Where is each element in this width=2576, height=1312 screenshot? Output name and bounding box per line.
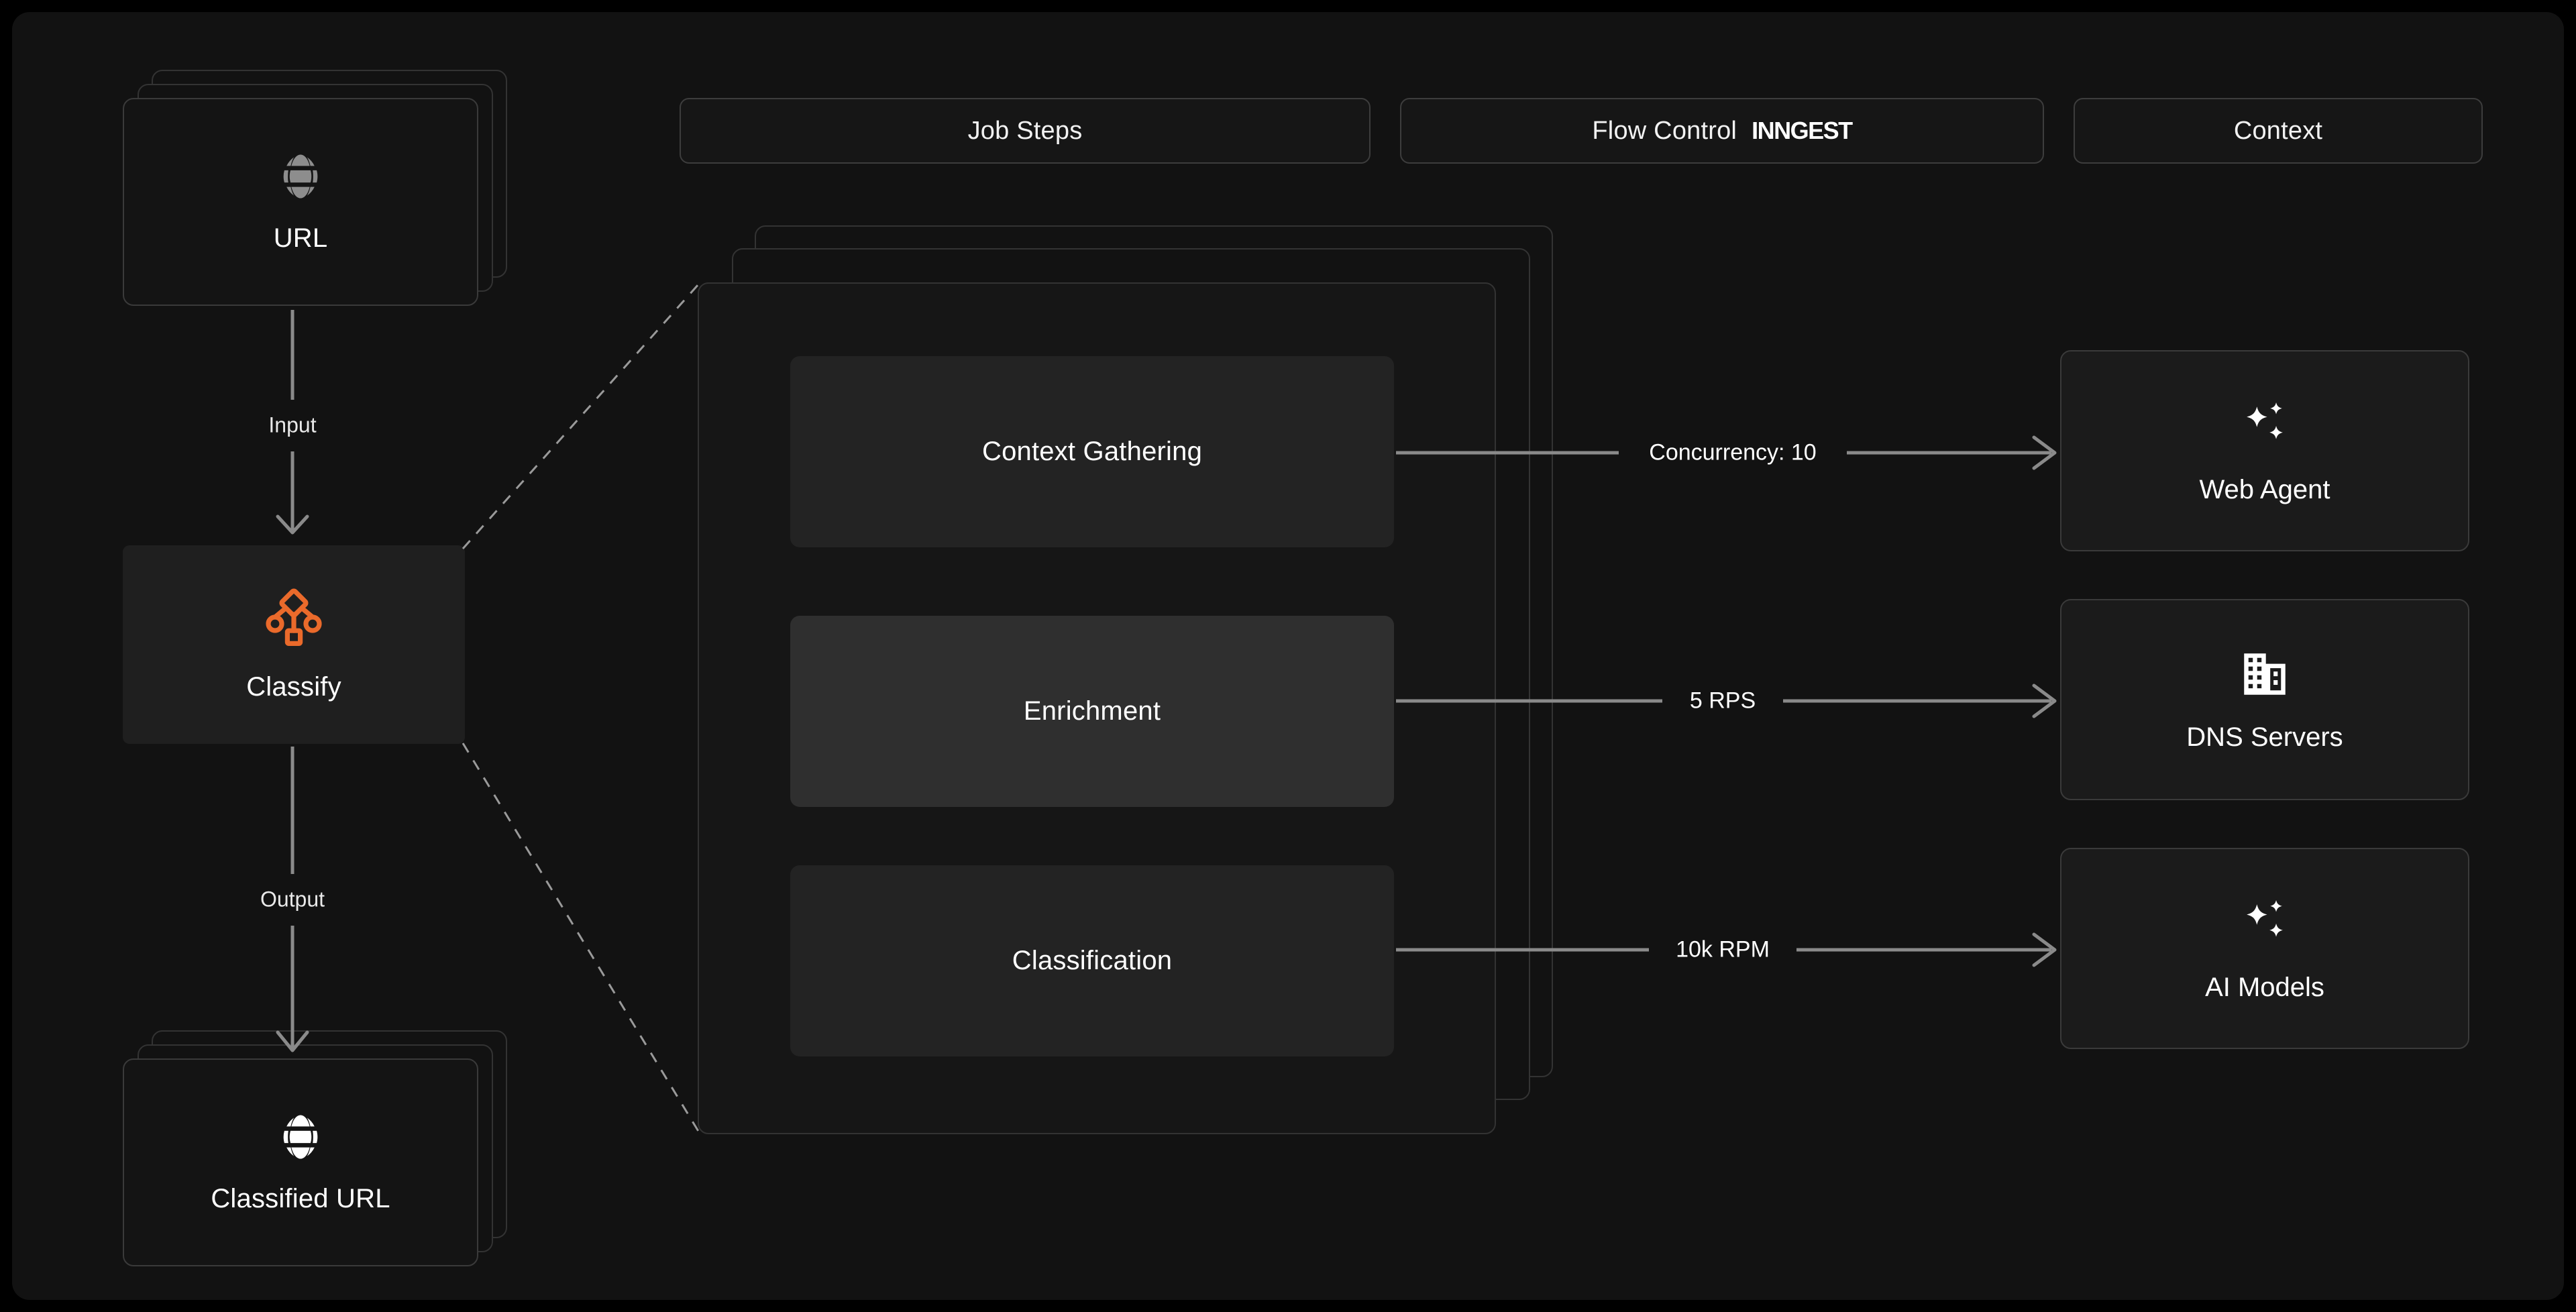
tab-job-steps[interactable]: Job Steps <box>680 98 1371 164</box>
node-url[interactable]: URL <box>123 98 478 306</box>
sparkles-icon <box>2236 396 2294 457</box>
tab-context[interactable]: Context <box>2074 98 2483 164</box>
context-card-label: Web Agent <box>2199 475 2330 504</box>
arrowhead-dns-servers <box>2032 684 2057 718</box>
step-card-classification[interactable]: Classification <box>790 865 1394 1056</box>
context-card-ai-models[interactable]: AI Models <box>2060 848 2469 1049</box>
context-card-dns-servers[interactable]: DNS Servers <box>2060 599 2469 800</box>
sparkles-icon <box>2236 894 2294 955</box>
step-label: Classification <box>1012 946 1173 975</box>
context-card-label: DNS Servers <box>2186 722 2343 752</box>
tab-flow-control[interactable]: Flow Control INNGEST <box>1400 98 2044 164</box>
edge-label-concurrency: Concurrency: 10 <box>1649 439 1817 466</box>
context-card-web-agent[interactable]: Web Agent <box>2060 350 2469 551</box>
tab-context-label: Context <box>2233 116 2323 145</box>
node-classified-url[interactable]: Classified URL <box>123 1058 478 1266</box>
globe-icon <box>274 150 327 206</box>
tab-flow-control-label: Flow Control <box>1592 116 1737 145</box>
diagram-canvas: Job Steps Flow Control INNGEST Context U… <box>12 12 2564 1300</box>
edge-label-rps: 5 RPS <box>1689 688 1756 714</box>
edge-label-rpm: 10k RPM <box>1676 936 1770 963</box>
node-classify-label: Classify <box>246 672 341 702</box>
node-classified-url-label: Classified URL <box>211 1184 390 1213</box>
edge-label-output: Output <box>260 887 325 912</box>
edge-label-input: Input <box>268 413 317 437</box>
tab-job-steps-label: Job Steps <box>967 116 1083 145</box>
node-classify[interactable]: Classify <box>123 545 465 744</box>
step-label: Context Gathering <box>981 437 1203 466</box>
step-label: Enrichment <box>1023 696 1161 726</box>
node-url-label: URL <box>273 223 328 253</box>
arrowhead-web-agent <box>2032 435 2057 470</box>
expansion-line-top <box>462 283 700 549</box>
arrowhead-input <box>276 514 309 535</box>
context-card-label: AI Models <box>2205 973 2324 1002</box>
step-card-enrichment[interactable]: Enrichment <box>790 616 1394 807</box>
arrowhead-ai-models <box>2032 932 2057 967</box>
building-icon <box>2237 647 2292 705</box>
globe-icon <box>274 1111 327 1166</box>
step-card-context-gathering[interactable]: Context Gathering <box>790 356 1394 547</box>
classify-workflow-icon <box>262 587 326 655</box>
inngest-logo: INNGEST <box>1752 117 1853 144</box>
